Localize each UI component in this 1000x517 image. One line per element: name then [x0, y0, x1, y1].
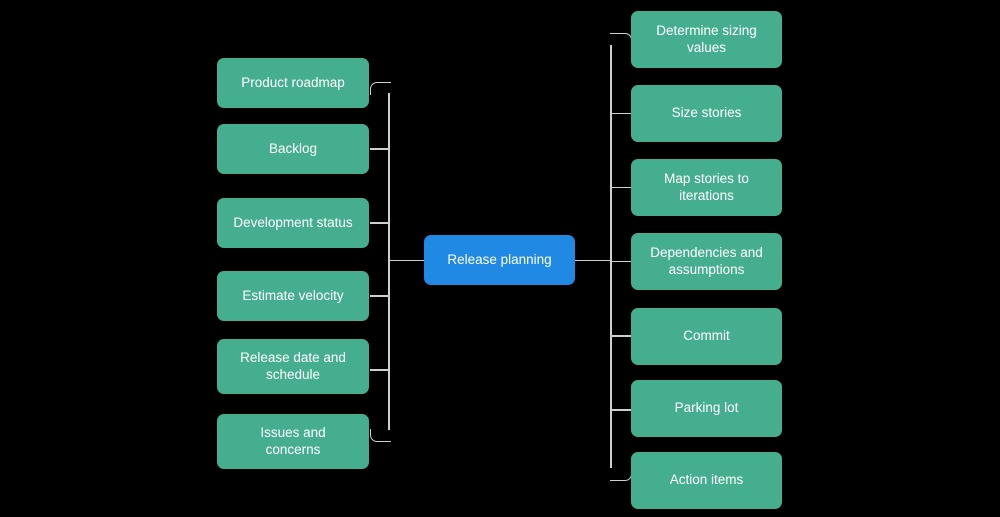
node-action-items[interactable]: Action items — [631, 452, 782, 509]
node-commit[interactable]: Commit — [631, 308, 782, 365]
connector-stub-left-4 — [370, 295, 389, 297]
node-release-planning-center[interactable]: Release planning — [424, 235, 575, 285]
connector-corner-left-top — [370, 82, 391, 95]
node-release-date-and-schedule[interactable]: Release date and schedule — [217, 339, 369, 394]
node-dependencies-and-assumptions[interactable]: Dependencies and assumptions — [631, 233, 782, 290]
connector-center-to-right — [575, 259, 611, 262]
node-determine-sizing-values[interactable]: Determine sizing values — [631, 11, 782, 68]
node-map-stories-to-iterations[interactable]: Map stories to iterations — [631, 159, 782, 216]
node-issues-and-concerns[interactable]: Issues and concerns — [217, 414, 369, 469]
connector-stub-left-5 — [370, 369, 389, 371]
connector-stub-right-3 — [611, 186, 631, 189]
connector-corner-right-top — [610, 33, 632, 47]
connector-stub-right-6 — [611, 409, 631, 411]
connector-stub-right-5 — [611, 335, 631, 337]
node-product-roadmap[interactable]: Product roadmap — [217, 58, 369, 108]
connector-stub-left-3 — [370, 222, 389, 224]
connector-trunk-right — [610, 45, 612, 468]
connector-left-to-center — [389, 259, 425, 262]
node-development-status[interactable]: Development status — [217, 198, 369, 248]
connector-corner-left-bottom — [370, 429, 391, 442]
connector-stub-right-4 — [611, 260, 631, 263]
node-estimate-velocity[interactable]: Estimate velocity — [217, 271, 369, 321]
connector-corner-right-bottom — [610, 467, 632, 481]
connector-stub-left-2 — [370, 148, 389, 150]
node-parking-lot[interactable]: Parking lot — [631, 380, 782, 437]
node-size-stories[interactable]: Size stories — [631, 85, 782, 142]
connector-trunk-left — [388, 93, 390, 430]
node-backlog[interactable]: Backlog — [217, 124, 369, 174]
connector-stub-right-2 — [611, 112, 631, 115]
